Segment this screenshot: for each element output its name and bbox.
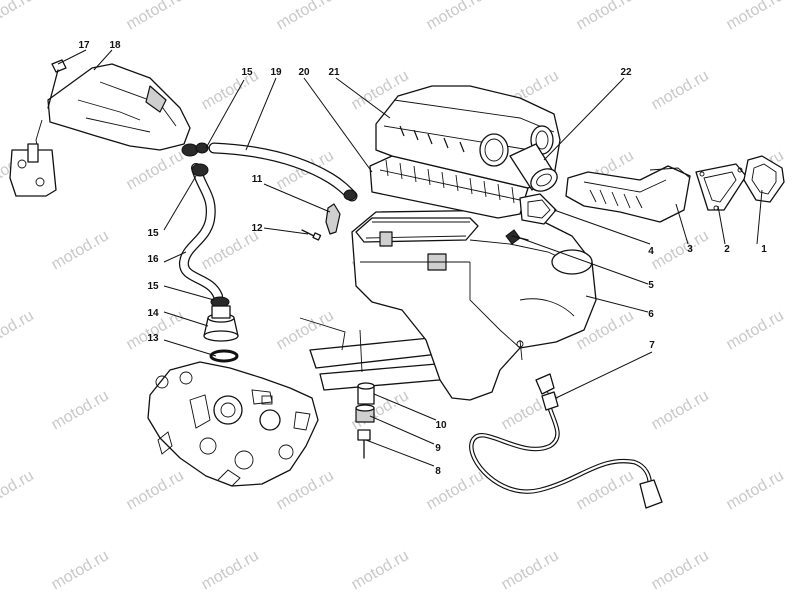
spacer-bush	[355, 404, 375, 423]
callout-16: 16	[147, 254, 159, 265]
leader-lines	[57, 49, 763, 467]
callout-6: 6	[648, 309, 654, 320]
watermark-text: motod.ru	[124, 147, 187, 193]
duct-flange	[695, 163, 747, 211]
screw	[47, 59, 67, 109]
intake-velocity-stack	[509, 143, 558, 192]
hose-clamp-upper	[181, 142, 209, 157]
callout-12: 12	[251, 223, 263, 234]
callout-2: 2	[724, 244, 730, 255]
breather-valve	[203, 305, 239, 342]
air-box	[351, 209, 597, 401]
callout-8: 8	[435, 466, 441, 477]
watermark-text: motod.ru	[49, 227, 112, 273]
callout-19: 19	[270, 67, 282, 78]
callout-10: 10	[435, 420, 447, 431]
hose-clamp-middle	[191, 163, 209, 177]
callout-22: 22	[620, 67, 632, 78]
watermark-text: motod.ru	[724, 307, 787, 353]
watermark-text: motod.ru	[49, 387, 112, 433]
watermark-text: motod.ru	[49, 547, 112, 593]
callout-15-lower: 15	[147, 281, 159, 292]
watermark-text: motod.ru	[724, 0, 787, 33]
callout-4: 4	[648, 246, 654, 257]
callout-17: 17	[78, 40, 90, 51]
heat-shield-cover	[35, 63, 191, 161]
pin	[301, 229, 322, 241]
intake-duct	[565, 165, 691, 223]
watermark-text: motod.ru	[649, 67, 712, 113]
watermark-text: motod.ru	[199, 547, 262, 593]
mounting-bolt	[357, 429, 371, 459]
callout-9: 9	[435, 443, 441, 454]
watermark-text: motod.ru	[274, 0, 337, 33]
watermark-text: motod.ru	[0, 0, 37, 33]
frame-rails-drawing	[299, 317, 463, 391]
callout-15-upper: 15	[241, 67, 253, 78]
duct-seal	[743, 155, 785, 203]
breather-hose	[179, 163, 223, 301]
watermark-text: motod.ru	[349, 547, 412, 593]
seal-ring	[209, 349, 239, 363]
drain-tube	[469, 391, 663, 509]
watermark-text: motod.ru	[649, 227, 712, 273]
watermark-text: motod.ru	[724, 467, 787, 513]
support-clip	[325, 203, 341, 235]
watermark-text: motod.ru	[124, 467, 187, 513]
callout-13: 13	[147, 333, 159, 344]
callout-21: 21	[328, 67, 340, 78]
watermark-text: motod.ru	[0, 307, 37, 353]
callout-7: 7	[649, 340, 655, 351]
callout-labels: 1 2 3 4 5 6 7 8 9 10 11 12 13 14 15 15 1…	[78, 40, 767, 477]
watermark-text: motod.ru	[0, 467, 37, 513]
watermark-text: motod.ru	[649, 547, 712, 593]
connecting-hose	[208, 142, 358, 202]
callout-20: 20	[298, 67, 310, 78]
watermark-text: motod.ru	[124, 0, 187, 33]
engine-crankcase-drawing	[147, 361, 319, 487]
callout-1: 1	[761, 244, 767, 255]
callout-11: 11	[252, 174, 263, 185]
callout-5: 5	[648, 280, 654, 291]
callout-18: 18	[109, 40, 121, 51]
air-filter-element	[369, 155, 529, 219]
callout-14: 14	[147, 308, 159, 319]
callout-15-middle: 15	[147, 228, 159, 239]
mounting-bracket	[9, 143, 57, 197]
rubber-gasket	[519, 193, 557, 225]
callout-3: 3	[687, 244, 693, 255]
watermark-text: motod.ru	[499, 547, 562, 593]
watermark-text: motod.ru	[649, 387, 712, 433]
watermark-text: motod.ru	[574, 0, 637, 33]
watermark-text: motod.ru	[424, 0, 487, 33]
rubber-mount	[357, 382, 375, 405]
watermark-text: motod.ru	[274, 307, 337, 353]
watermark-text: motod.ru	[424, 467, 487, 513]
